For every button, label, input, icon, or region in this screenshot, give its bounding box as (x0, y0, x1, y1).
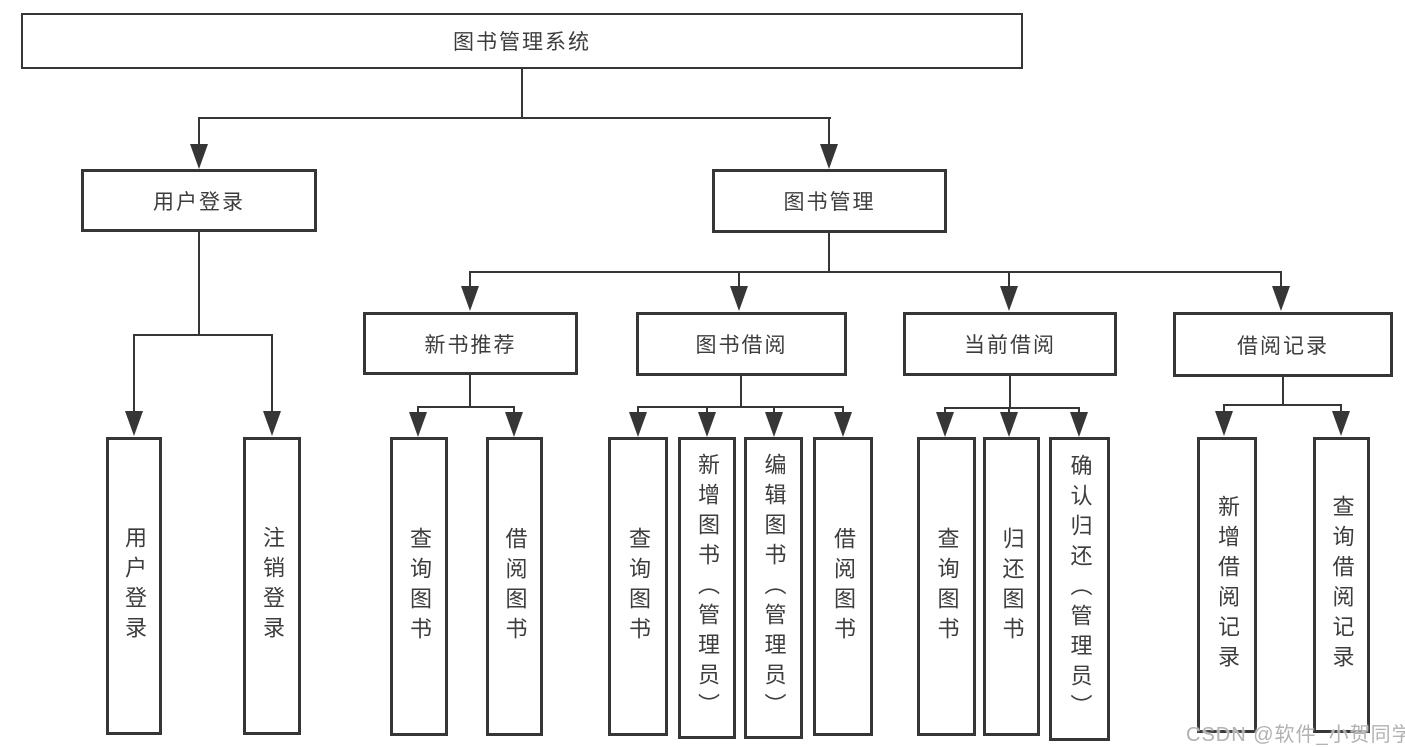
connector-line (417, 406, 419, 416)
leaf-add-borrow-record: 新增借阅记录 (1197, 437, 1257, 733)
arrow-down-icon (1332, 411, 1350, 436)
leaf-logout-label: 注销登录 (260, 526, 285, 646)
leaf-return-book: 归还图书 (983, 437, 1040, 736)
connector-line (828, 232, 830, 273)
connector-line (1282, 375, 1284, 406)
connector-line (1280, 271, 1282, 289)
connector-line (198, 231, 200, 335)
connector-line (1008, 271, 1010, 289)
connector-line (637, 406, 639, 416)
connector-line (1078, 407, 1080, 416)
arrow-down-icon (461, 286, 479, 311)
leaf-add-borrow-record-label: 新增借阅记录 (1215, 495, 1240, 675)
leaf-borrow-books-recommend: 借阅图书 (486, 437, 543, 736)
connector-line (198, 117, 831, 119)
arrow-down-icon (936, 412, 954, 437)
connector-line (1009, 376, 1011, 409)
arrow-down-icon (190, 144, 208, 169)
connector-line (773, 406, 775, 416)
node-library-system: 图书管理系统 (21, 13, 1023, 69)
connector-line (944, 407, 1080, 409)
leaf-query-books-recommend-label: 查询图书 (407, 526, 432, 647)
leaf-confirm-return-admin: 确认归还（管理员） (1049, 437, 1110, 741)
leaf-logout: 注销登录 (243, 437, 301, 735)
connector-line (1223, 404, 1225, 414)
arrow-down-icon (1000, 412, 1018, 437)
node-library-system-label: 图书管理系统 (453, 31, 591, 54)
node-user-login: 用户登录 (81, 169, 317, 232)
connector-line (1223, 404, 1342, 406)
connector-line (469, 374, 471, 408)
node-new-book-recommend-label: 新书推荐 (424, 333, 517, 357)
arrow-down-icon (263, 411, 281, 436)
connector-line (1008, 407, 1010, 416)
leaf-query-books-borrow-label: 查询图书 (626, 526, 651, 647)
leaf-confirm-return-admin-label: 确认归还（管理员） (1067, 454, 1093, 724)
node-borrow-records-label: 借阅记录 (1237, 334, 1329, 358)
connector-line (828, 117, 830, 147)
arrow-down-icon (125, 411, 143, 436)
csdn-watermark: CSDN @软件_小贺同学 (1186, 724, 1405, 746)
node-book-management: 图书管理 (712, 169, 947, 233)
connector-line (738, 271, 740, 289)
leaf-query-books-current: 查询图书 (917, 437, 976, 736)
connector-line (944, 407, 946, 416)
connector-line (469, 271, 1282, 273)
leaf-query-books-borrow: 查询图书 (608, 437, 668, 736)
leaf-edit-book-admin-label: 编辑图书（管理员） (761, 453, 787, 723)
arrow-down-icon (1000, 286, 1018, 311)
leaf-query-books-current-label: 查询图书 (934, 526, 960, 647)
leaf-borrow-books: 借阅图书 (813, 437, 873, 736)
connector-line (133, 334, 273, 336)
arrow-down-icon (1215, 411, 1233, 436)
leaf-user-login-label: 用户登录 (122, 526, 147, 646)
connector-line (637, 406, 844, 408)
leaf-borrow-books-recommend-label: 借阅图书 (502, 526, 528, 647)
leaf-query-books-recommend: 查询图书 (390, 437, 448, 736)
arrow-down-icon (730, 286, 748, 311)
arrow-down-icon (834, 412, 852, 437)
leaf-borrow-books-label: 借阅图书 (831, 526, 856, 647)
node-book-borrow: 图书借阅 (636, 312, 847, 376)
leaf-user-login: 用户登录 (106, 437, 162, 735)
leaf-query-borrow-record: 查询借阅记录 (1313, 437, 1370, 733)
node-borrow-records: 借阅记录 (1173, 312, 1393, 377)
connector-line (740, 375, 742, 408)
connector-line (513, 406, 515, 416)
node-new-book-recommend: 新书推荐 (363, 312, 578, 375)
arrow-down-icon (765, 412, 783, 437)
node-book-borrow-label: 图书借阅 (695, 334, 788, 357)
leaf-query-borrow-record-label: 查询借阅记录 (1329, 495, 1355, 675)
connector-line (417, 406, 515, 408)
connector-line (842, 406, 844, 416)
connector-line (198, 117, 200, 147)
arrow-down-icon (505, 412, 523, 437)
node-current-borrow: 当前借阅 (903, 312, 1117, 376)
connector-line (521, 67, 523, 118)
node-book-management-label: 图书管理 (783, 191, 876, 214)
connector-line (1340, 404, 1342, 414)
connector-line (271, 334, 273, 414)
node-user-login-label: 用户登录 (153, 190, 245, 214)
arrow-down-icon (1272, 286, 1290, 311)
connector-line (469, 271, 471, 289)
arrow-down-icon (698, 412, 716, 437)
node-current-borrow-label: 当前借阅 (964, 334, 1056, 357)
leaf-return-book-label: 归还图书 (999, 526, 1025, 647)
arrow-down-icon (409, 412, 427, 437)
leaf-add-book-admin: 新增图书（管理员） (678, 437, 736, 739)
leaf-add-book-admin-label: 新增图书（管理员） (695, 453, 720, 723)
leaf-edit-book-admin: 编辑图书（管理员） (744, 437, 803, 739)
arrow-down-icon (1070, 412, 1088, 437)
arrow-down-icon (629, 412, 647, 437)
connector-line (133, 334, 135, 414)
connector-line (706, 406, 708, 416)
arrow-down-icon (820, 144, 838, 169)
